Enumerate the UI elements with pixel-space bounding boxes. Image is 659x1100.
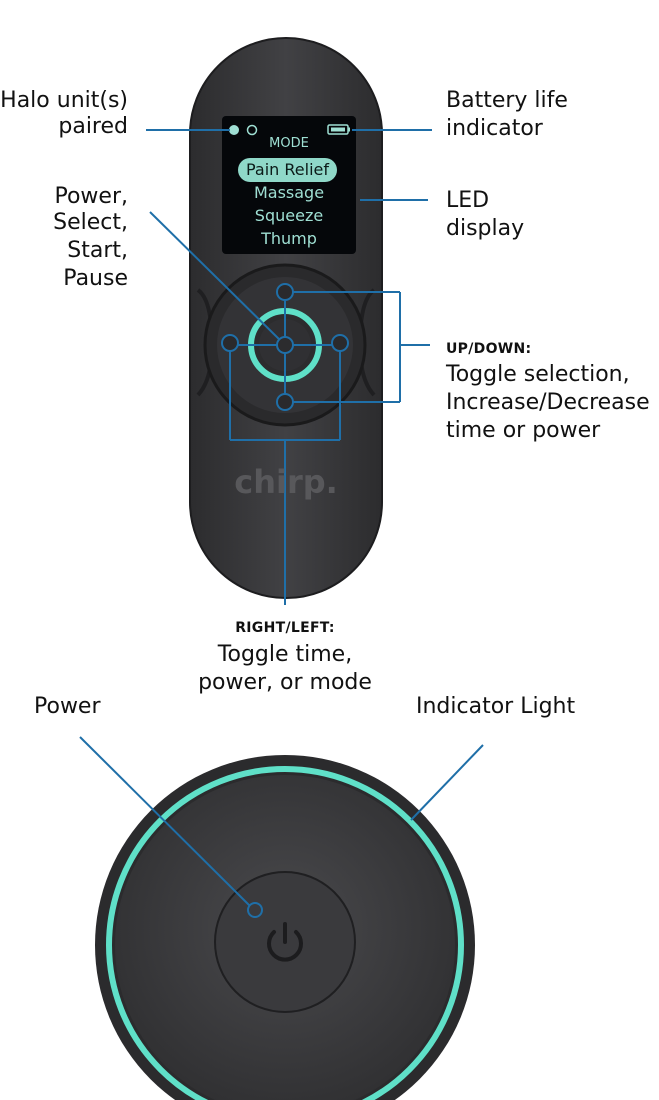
selected-mode-pill <box>238 158 337 182</box>
led-display <box>222 116 356 254</box>
label-rightleft-1: Toggle time, <box>217 642 353 667</box>
label-updown-title: UP/DOWN: <box>446 341 532 357</box>
center-hotspot[interactable] <box>276 336 294 354</box>
left-hotspot[interactable] <box>221 334 239 352</box>
label-updown-3: time or power <box>446 418 601 443</box>
label-updown-1: Toggle selection, <box>446 362 630 387</box>
up-hotspot[interactable] <box>276 283 294 301</box>
power-hotspot[interactable] <box>247 902 263 918</box>
label-power-select-2: Select, <box>53 210 128 235</box>
label-halo-paired-1: Halo unit(s) <box>0 88 128 113</box>
screen-mode-massage: Massage <box>253 183 325 202</box>
label-battery-1: Battery life <box>446 88 568 113</box>
label-indicator-light: Indicator Light <box>416 694 576 719</box>
screen-mode-title: MODE <box>269 136 309 151</box>
leader-lines <box>146 129 432 605</box>
label-led-1: LED <box>446 188 490 213</box>
label-led-2: display <box>446 216 525 241</box>
battery-icon <box>327 124 350 135</box>
paired-dot-icon <box>229 125 239 135</box>
screen-mode-squeeze: Squeeze <box>254 206 324 225</box>
power-icon <box>267 922 303 962</box>
indicator-light-ring <box>106 766 464 1100</box>
halo-puck <box>95 755 475 1100</box>
paired-dot-empty-icon <box>246 124 258 136</box>
screen-mode-thump: Thump <box>261 229 317 248</box>
down-hotspot[interactable] <box>276 393 294 411</box>
screen-mode-pain-relief: Pain Relief <box>245 160 329 179</box>
label-power-select-3: Start, <box>67 238 128 263</box>
label-battery-2: indicator <box>446 116 543 141</box>
label-power-select-1: Power, <box>54 184 128 209</box>
label-updown-2: Increase/Decrease <box>446 390 650 415</box>
brand-logo: chirp. <box>234 463 338 501</box>
label-rightleft-2: power, or mode <box>198 670 372 695</box>
label-rightleft-title: RIGHT/LEFT: <box>235 620 335 636</box>
label-power-select-4: Pause <box>63 266 128 291</box>
right-hotspot[interactable] <box>331 334 349 352</box>
label-power-bottom: Power <box>34 694 101 719</box>
label-halo-paired-2: paired <box>58 114 128 139</box>
